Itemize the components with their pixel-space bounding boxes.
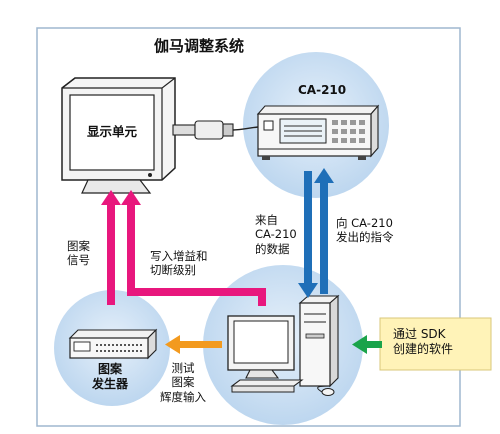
data-label-line-2: CA-210 (255, 227, 297, 242)
crt-monitor (61, 77, 176, 194)
measurement-label: 测试 图案 辉度输入 (160, 361, 206, 404)
sdk-label-line-2: 创建的软件 (393, 342, 454, 356)
measurement-label-line-1: 测试 (171, 361, 195, 375)
pattern-generator-device (68, 328, 158, 360)
generator-label-line-1: 图案 (98, 362, 123, 376)
computer (227, 294, 340, 396)
pattern-signal-label-line-1: 图案 (67, 239, 90, 253)
sdk-label: 通过 SDK 创建的软件 (393, 327, 453, 357)
command-arrow-shaft (320, 181, 328, 294)
monitor-label: 显示单元 (87, 124, 138, 139)
generator-label: 图案 发生器 (92, 362, 128, 392)
diagram-title: 伽马调整系统 (154, 37, 245, 55)
ca210-label: CA-210 (298, 83, 347, 97)
sdk-label-line-1: 通过 SDK (393, 327, 446, 341)
write-gain-arrow (127, 205, 266, 306)
ca210-instrument (256, 104, 380, 160)
pattern-signal-label: 图案 信号 (67, 239, 90, 268)
pattern-signal-label-line-2: 信号 (67, 253, 90, 268)
data-from-ca210-label: 来自 CA-210 的数据 (255, 213, 297, 256)
write-gain-label-line-2: 切断级别 (150, 263, 196, 278)
data-label-line-3: 的数据 (255, 241, 290, 256)
command-arrowhead (314, 168, 334, 183)
write-gain-label: 写入增益和 切断级别 (150, 249, 208, 278)
measurement-label-line-2: 图案 (171, 375, 195, 390)
measurement-label-line-3: 辉度输入 (160, 389, 206, 404)
sdk-box (379, 317, 492, 371)
command-to-ca210-label: 向 CA-210 发出的指令 (336, 216, 394, 245)
command-label-line-2: 发出的指令 (336, 230, 394, 245)
probe-cable (172, 120, 259, 140)
measurement-arrow (165, 335, 222, 354)
write-gain-label-line-1: 写入增益和 (150, 249, 208, 263)
write-gain-arrowhead (121, 190, 141, 205)
data-arrowhead (298, 283, 318, 298)
pattern-signal-arrowhead (101, 190, 121, 205)
data-arrow-shaft (304, 171, 312, 285)
data-label-line-1: 来自 (255, 213, 278, 227)
pattern-signal-arrow-shaft (107, 203, 115, 305)
sdk-arrow (352, 335, 382, 354)
blue-arrows (298, 168, 334, 298)
command-label-line-1: 向 CA-210 (336, 216, 393, 230)
generator-label-line-2: 发生器 (92, 377, 129, 391)
magenta-arrows (101, 190, 266, 306)
